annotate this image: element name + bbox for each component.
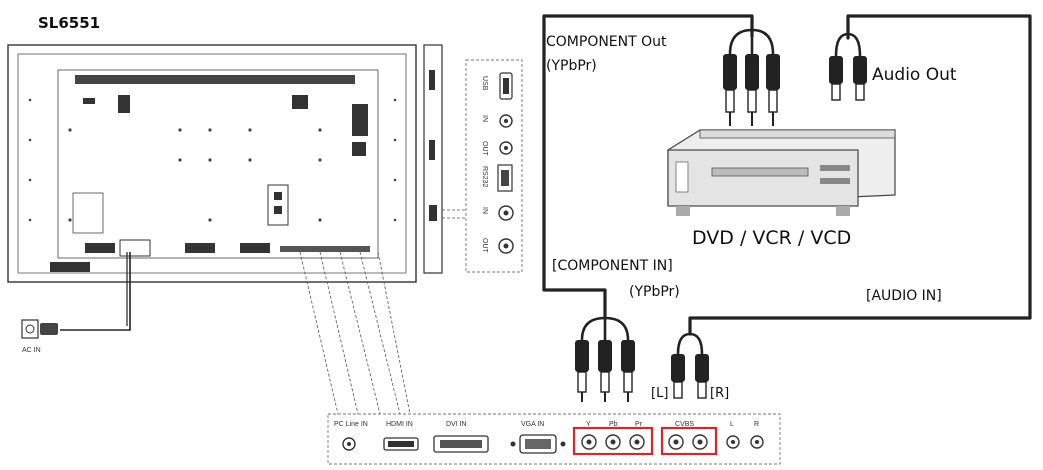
side-port-usb: USB (481, 72, 513, 100)
component-in-sub: (YPbPr) (629, 284, 680, 300)
port-label-pr: Pr (635, 421, 643, 428)
audio-in-highlight (660, 426, 718, 456)
device-label: DVD / VCR / VCD (692, 227, 851, 249)
cables (542, 14, 1032, 336)
component-in-label: [COMPONENT IN] (552, 258, 673, 274)
port-label-y: Y (586, 421, 591, 428)
side-port-audio-out: OUT (481, 238, 514, 254)
svg-text:OUT: OUT (481, 141, 488, 157)
display-rear-view (7, 44, 417, 283)
component-out-sub: (YPbPr) (546, 58, 597, 74)
component-out-connectors (723, 28, 780, 126)
display-side-view (423, 44, 523, 274)
power-label: AC IN (22, 347, 41, 354)
svg-text:RS232: RS232 (481, 166, 488, 188)
dvd-vcr-device (667, 129, 896, 216)
left-channel-label: [L] (651, 386, 668, 401)
power-cord: AC IN (21, 252, 131, 354)
port-label-pb: Pb (609, 421, 618, 428)
model-title: SL6551 (38, 14, 100, 32)
side-port-ir-in: IN (481, 114, 513, 128)
port-label-hdmi-in: HDMI IN (386, 421, 413, 428)
side-port-audio-in: IN (481, 205, 514, 221)
right-channel-label: [R] (710, 386, 729, 401)
svg-text:OUT: OUT (481, 238, 488, 254)
component-in-highlight (572, 426, 654, 456)
component-in-connectors (575, 316, 635, 402)
port-leader-lines (299, 251, 411, 415)
port-label-r: R (754, 421, 759, 428)
port-label-vga-in: VGA IN (521, 421, 544, 428)
port-label-cvbs: CVBS (675, 421, 694, 428)
audio-out-connectors (829, 32, 867, 101)
side-port-ir-out: OUT (481, 141, 513, 157)
svg-text:USB: USB (481, 76, 488, 91)
audio-out-label: Audio Out (872, 65, 957, 85)
side-port-rs232: RS232 (481, 164, 513, 192)
audio-in-connectors (671, 332, 709, 399)
port-label-pc-line-in: PC Line IN (334, 421, 368, 428)
svg-text:IN: IN (481, 115, 488, 122)
port-label-l: L (730, 421, 734, 428)
audio-in-label: [AUDIO IN] (866, 288, 942, 304)
port-label-dvi-in: DVI IN (446, 421, 467, 428)
component-out-label: COMPONENT Out (546, 34, 667, 50)
svg-text:IN: IN (481, 207, 488, 214)
